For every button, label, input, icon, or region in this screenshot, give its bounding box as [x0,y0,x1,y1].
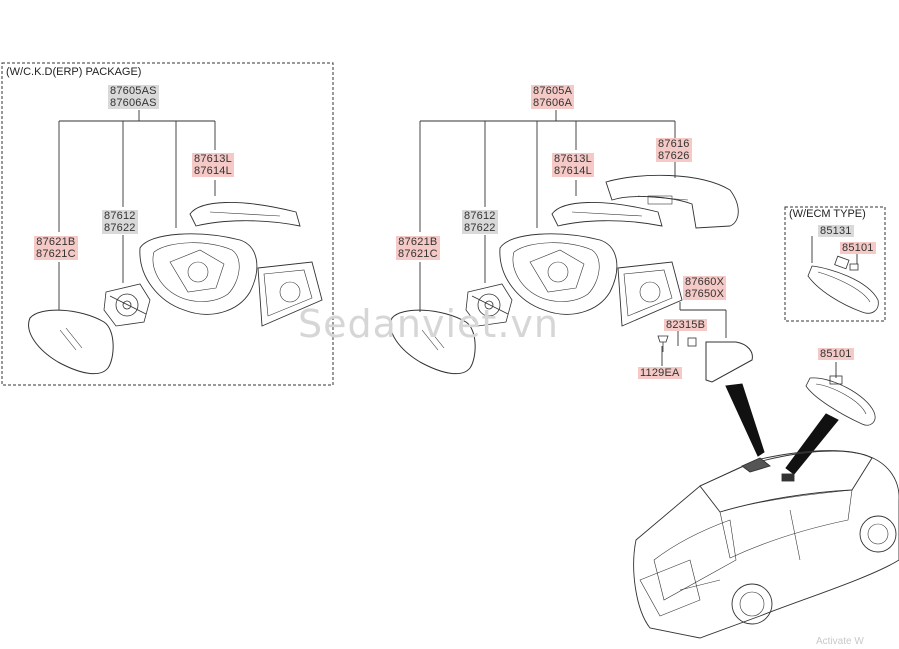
ecm-type-header: (W/ECM TYPE) [787,208,868,220]
part-number: 87614L [554,165,592,177]
part-number: 87622 [464,222,496,234]
left-actuator [103,283,151,327]
inner-cover-label[interactable]: 87660X 87650X [683,276,727,300]
part-number: 87606A [533,97,573,109]
part-number: 87622 [104,222,136,234]
center-cover-strip [551,202,663,227]
part-number: 87613L [554,153,592,165]
inner-cover [705,341,753,383]
center-mirror-base [617,261,683,327]
part-number: 87606AS [110,97,157,109]
inside-mirror [805,375,876,426]
center-leader-lines [419,110,858,378]
left-cover-label[interactable]: 87613L 87614L [192,153,234,177]
pointer-to-door [725,383,765,457]
center-actuator [465,283,513,327]
ecm-inside-mirror [807,255,879,314]
pointer-to-windshield [785,413,839,475]
mirror-scalp [605,174,739,229]
left-mirror-housing [139,233,258,315]
part-number: 87621B [36,236,76,248]
clip [687,337,697,347]
left-actuator-label[interactable]: 87612 87622 [102,210,138,234]
left-glass-label[interactable]: 87621B 87621C [34,236,78,260]
part-number: 87626 [658,150,690,162]
watermark: Sedanviet.vn [298,302,559,346]
left-package-header: (W/C.K.D(ERP) PACKAGE) [4,66,144,78]
left-package-box [1,62,334,386]
center-scalp-label[interactable]: 87616 87626 [656,138,692,162]
part-number: 87612 [104,210,136,222]
ecm-part-a-label[interactable]: 85131 [818,225,854,237]
left-mirror-glass [28,309,114,375]
clip-label[interactable]: 82315B [664,319,708,331]
inside-mirror-label[interactable]: 85101 [818,348,854,360]
part-number: 87621B [398,236,438,248]
center-assembly-label[interactable]: 87605A 87606A [531,85,575,109]
center-mirror-glass [390,309,476,375]
ecm-type-box [784,206,886,322]
left-mirror-base [257,261,323,327]
part-number: 87612 [464,210,496,222]
center-actuator-label[interactable]: 87612 87622 [462,210,498,234]
center-cover-label[interactable]: 87613L 87614L [552,153,594,177]
part-number: 87660X [685,276,725,288]
car-illustration [633,450,899,639]
ecm-part-b-label[interactable]: 85101 [840,242,876,254]
left-cover-strip [189,202,301,227]
center-mirror-housing [499,233,618,315]
screw [657,335,669,352]
part-number: 87605AS [110,85,157,97]
part-number: 87621C [398,248,438,260]
left-assembly-label[interactable]: 87605AS 87606AS [108,85,159,109]
part-number: 87621C [36,248,76,260]
part-number: 87605A [533,85,573,97]
left-leader-lines [58,110,216,310]
corner-text: Activate W [816,636,864,647]
part-number: 87613L [194,153,232,165]
part-number: 87616 [658,138,690,150]
part-number: 87614L [194,165,232,177]
part-number: 87650X [685,288,725,300]
center-glass-label[interactable]: 87621B 87621C [396,236,440,260]
screw-label[interactable]: 1129EA [638,367,682,379]
